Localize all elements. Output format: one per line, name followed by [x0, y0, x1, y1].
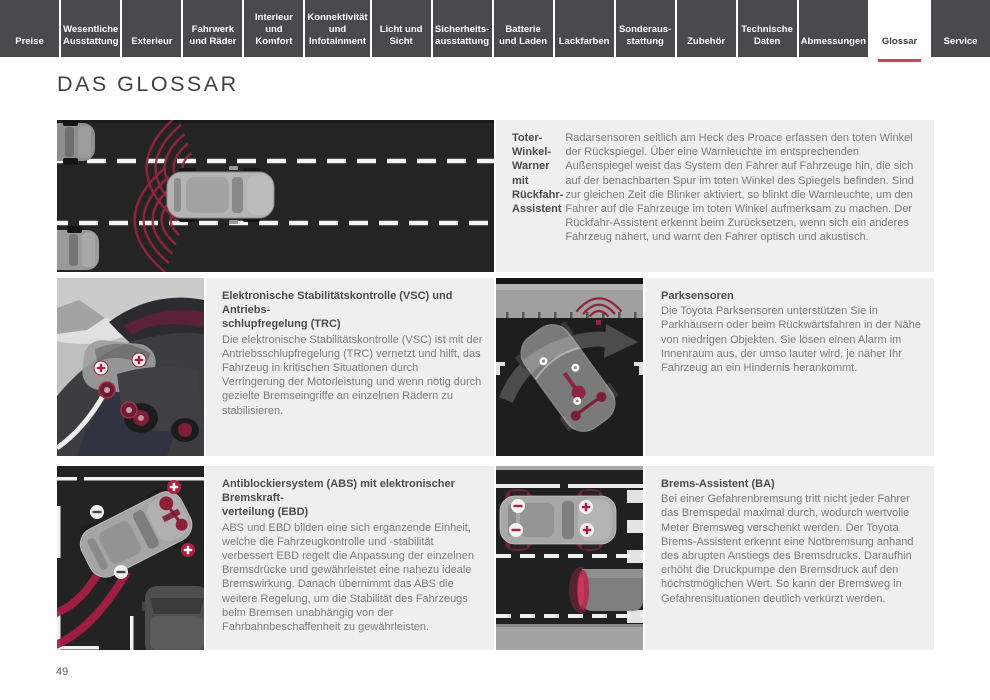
- glossary-section-parksensoren: Parksensoren Die Toyota Parksensoren unt…: [496, 278, 934, 456]
- glossary-text-vsc-trc: Elektronische Stabilitätskontrolle (VSC)…: [206, 278, 494, 456]
- blind-spot-illustration: [57, 120, 494, 272]
- mountain-shape: [57, 300, 105, 334]
- tab-label: Exterieur: [131, 35, 173, 47]
- tab-label: Service: [943, 35, 978, 47]
- stability-control-illustration: [57, 278, 204, 456]
- section-title: Antiblockiersystem (ABS) mit elektronisc…: [222, 478, 455, 519]
- abs-illustration: [57, 466, 204, 650]
- brake-minus-badges: [509, 499, 525, 537]
- tab-label: Batterie und Laden: [499, 23, 548, 47]
- glossary-section-abs-ebd: Antiblockiersystem (ABS) mit elektronisc…: [57, 466, 494, 650]
- tab-label: Lackfarben: [558, 35, 610, 47]
- lane-line: [57, 394, 106, 451]
- tab-licht-und-sicht[interactable]: Licht und Sicht: [371, 0, 431, 57]
- braking-car-top-view-icon: [499, 489, 617, 551]
- page-title: DAS GLOSSAR: [57, 72, 239, 96]
- section-title: Parksensoren: [661, 290, 734, 302]
- vsc-illustration: [57, 278, 204, 456]
- tab-label: Sonderaus-stattung: [618, 23, 672, 47]
- tab-label: Abmessungen: [800, 35, 867, 47]
- park-sensors-illustration: [496, 278, 643, 456]
- left-lane-car-icon: [57, 120, 95, 165]
- rear-lane-car-icon: [57, 226, 99, 270]
- section-body: ABS und EBD bilden eine sich ergänzende …: [222, 521, 474, 634]
- glossary-text-brake-assist: Brems-Assistent (BA) Bei einer Gefahrenb…: [645, 466, 934, 650]
- tab-label: Fahrwerk und Räder: [189, 23, 237, 47]
- tab-zubehoer[interactable]: Zubehör: [676, 0, 736, 57]
- abs-ebd-illustration: [57, 466, 204, 650]
- tab-label: Licht und Sicht: [379, 23, 423, 47]
- tab-label: Preise: [15, 35, 44, 47]
- page-number: 49: [56, 666, 69, 678]
- tab-fahrwerk-und-raeder[interactable]: Fahrwerk und Räder: [183, 0, 243, 57]
- tab-label: Sicherheits-ausstattung: [434, 23, 490, 47]
- tab-technische-daten[interactable]: Technische Daten: [737, 0, 797, 57]
- tab-batterie-und-laden[interactable]: Batterie und Laden: [493, 0, 553, 57]
- glossary-section-brake-assist: Brems-Assistent (BA) Bei einer Gefahrenb…: [496, 466, 934, 650]
- tab-wesentliche-ausstattung[interactable]: Wesentliche Ausstattung: [61, 0, 121, 57]
- brake-plus-badges: [167, 480, 195, 557]
- tab-konnektivitaet-und-infotainment[interactable]: Konnektivität und Infotainment: [305, 0, 370, 57]
- section-body: Die elektronische Stabilitätskontrolle (…: [222, 333, 483, 417]
- tab-exterieur[interactable]: Exterieur: [122, 0, 182, 57]
- tab-service[interactable]: Service: [931, 0, 990, 57]
- active-tab-underline: [878, 59, 922, 62]
- ego-car-top-view-icon: [166, 166, 275, 224]
- brake-assist-illustration: [496, 466, 643, 650]
- tab-lackfarben[interactable]: Lackfarben: [554, 0, 614, 57]
- tab-label: Zubehör: [687, 35, 726, 47]
- section-title: Brems-Assistent (BA): [661, 478, 775, 490]
- glossary-text-parksensoren: Parksensoren Die Toyota Parksensoren unt…: [645, 278, 934, 456]
- section-body: Bei einer Gefahrenbremsung tritt nicht j…: [661, 493, 914, 605]
- section-title: Elektronische Stabilitätskontrolle (VSC)…: [222, 290, 453, 331]
- tab-sicherheitsausstattung[interactable]: Sicherheits-ausstattung: [432, 0, 492, 57]
- brake-plus-badges: [579, 500, 594, 537]
- vehicle-ahead-icon: [569, 567, 643, 613]
- brake-minus-badges: [90, 505, 128, 579]
- brake-assist-emergency-illustration: [496, 466, 643, 650]
- tab-preise[interactable]: Preise: [0, 0, 59, 57]
- kerb-marks: [496, 362, 643, 375]
- following-car-icon: [142, 586, 204, 650]
- tab-label: Interieur und Komfort: [254, 11, 293, 47]
- section-body: Radarsensoren seitlich am Heck des Proac…: [565, 132, 914, 244]
- van-top-view-icon: [515, 321, 619, 432]
- tab-abmessungen[interactable]: Abmessungen: [798, 0, 869, 57]
- section-body: Die Toyota Parksensoren unterstützen Sie…: [661, 305, 921, 375]
- glossary-section-vsc-trc: Elektronische Stabilitätskontrolle (VSC)…: [57, 278, 494, 456]
- brake-point-icons: [93, 352, 147, 419]
- park-sensor-illustration: [496, 278, 643, 456]
- sensor-waves: [575, 297, 623, 318]
- tab-label: Glossar: [881, 35, 918, 47]
- tab-sonderausstattung[interactable]: Sonderaus-stattung: [615, 0, 675, 57]
- tab-label: Konnektivität und Infotainment: [307, 11, 368, 47]
- glossary-text-abs-ebd: Antiblockiersystem (ABS) mit elektronisc…: [206, 466, 494, 650]
- section-title: Toter-Winkel-Warner mit Rückfahr-Assiste…: [512, 132, 564, 216]
- tab-interieur-und-komfort[interactable]: Interieur und Komfort: [244, 0, 304, 57]
- tab-glossar[interactable]: Glossar: [870, 0, 930, 62]
- dark-car-silhouette: [117, 366, 204, 442]
- glossary-section-blind-spot: Toter-Winkel-Warner mit Rückfahr-Assiste…: [57, 120, 934, 272]
- blind-spot-monitor-road-illustration: [57, 120, 494, 272]
- tab-label: Technische Daten: [741, 23, 793, 47]
- top-tab-bar: Preise Wesentliche Ausstattung Exterieur…: [0, 0, 990, 62]
- skidding-car-top-view-icon: [79, 487, 193, 583]
- glossary-text-blind-spot: Toter-Winkel-Warner mit Rückfahr-Assiste…: [496, 120, 934, 272]
- tab-label: Wesentliche Ausstattung: [63, 23, 119, 47]
